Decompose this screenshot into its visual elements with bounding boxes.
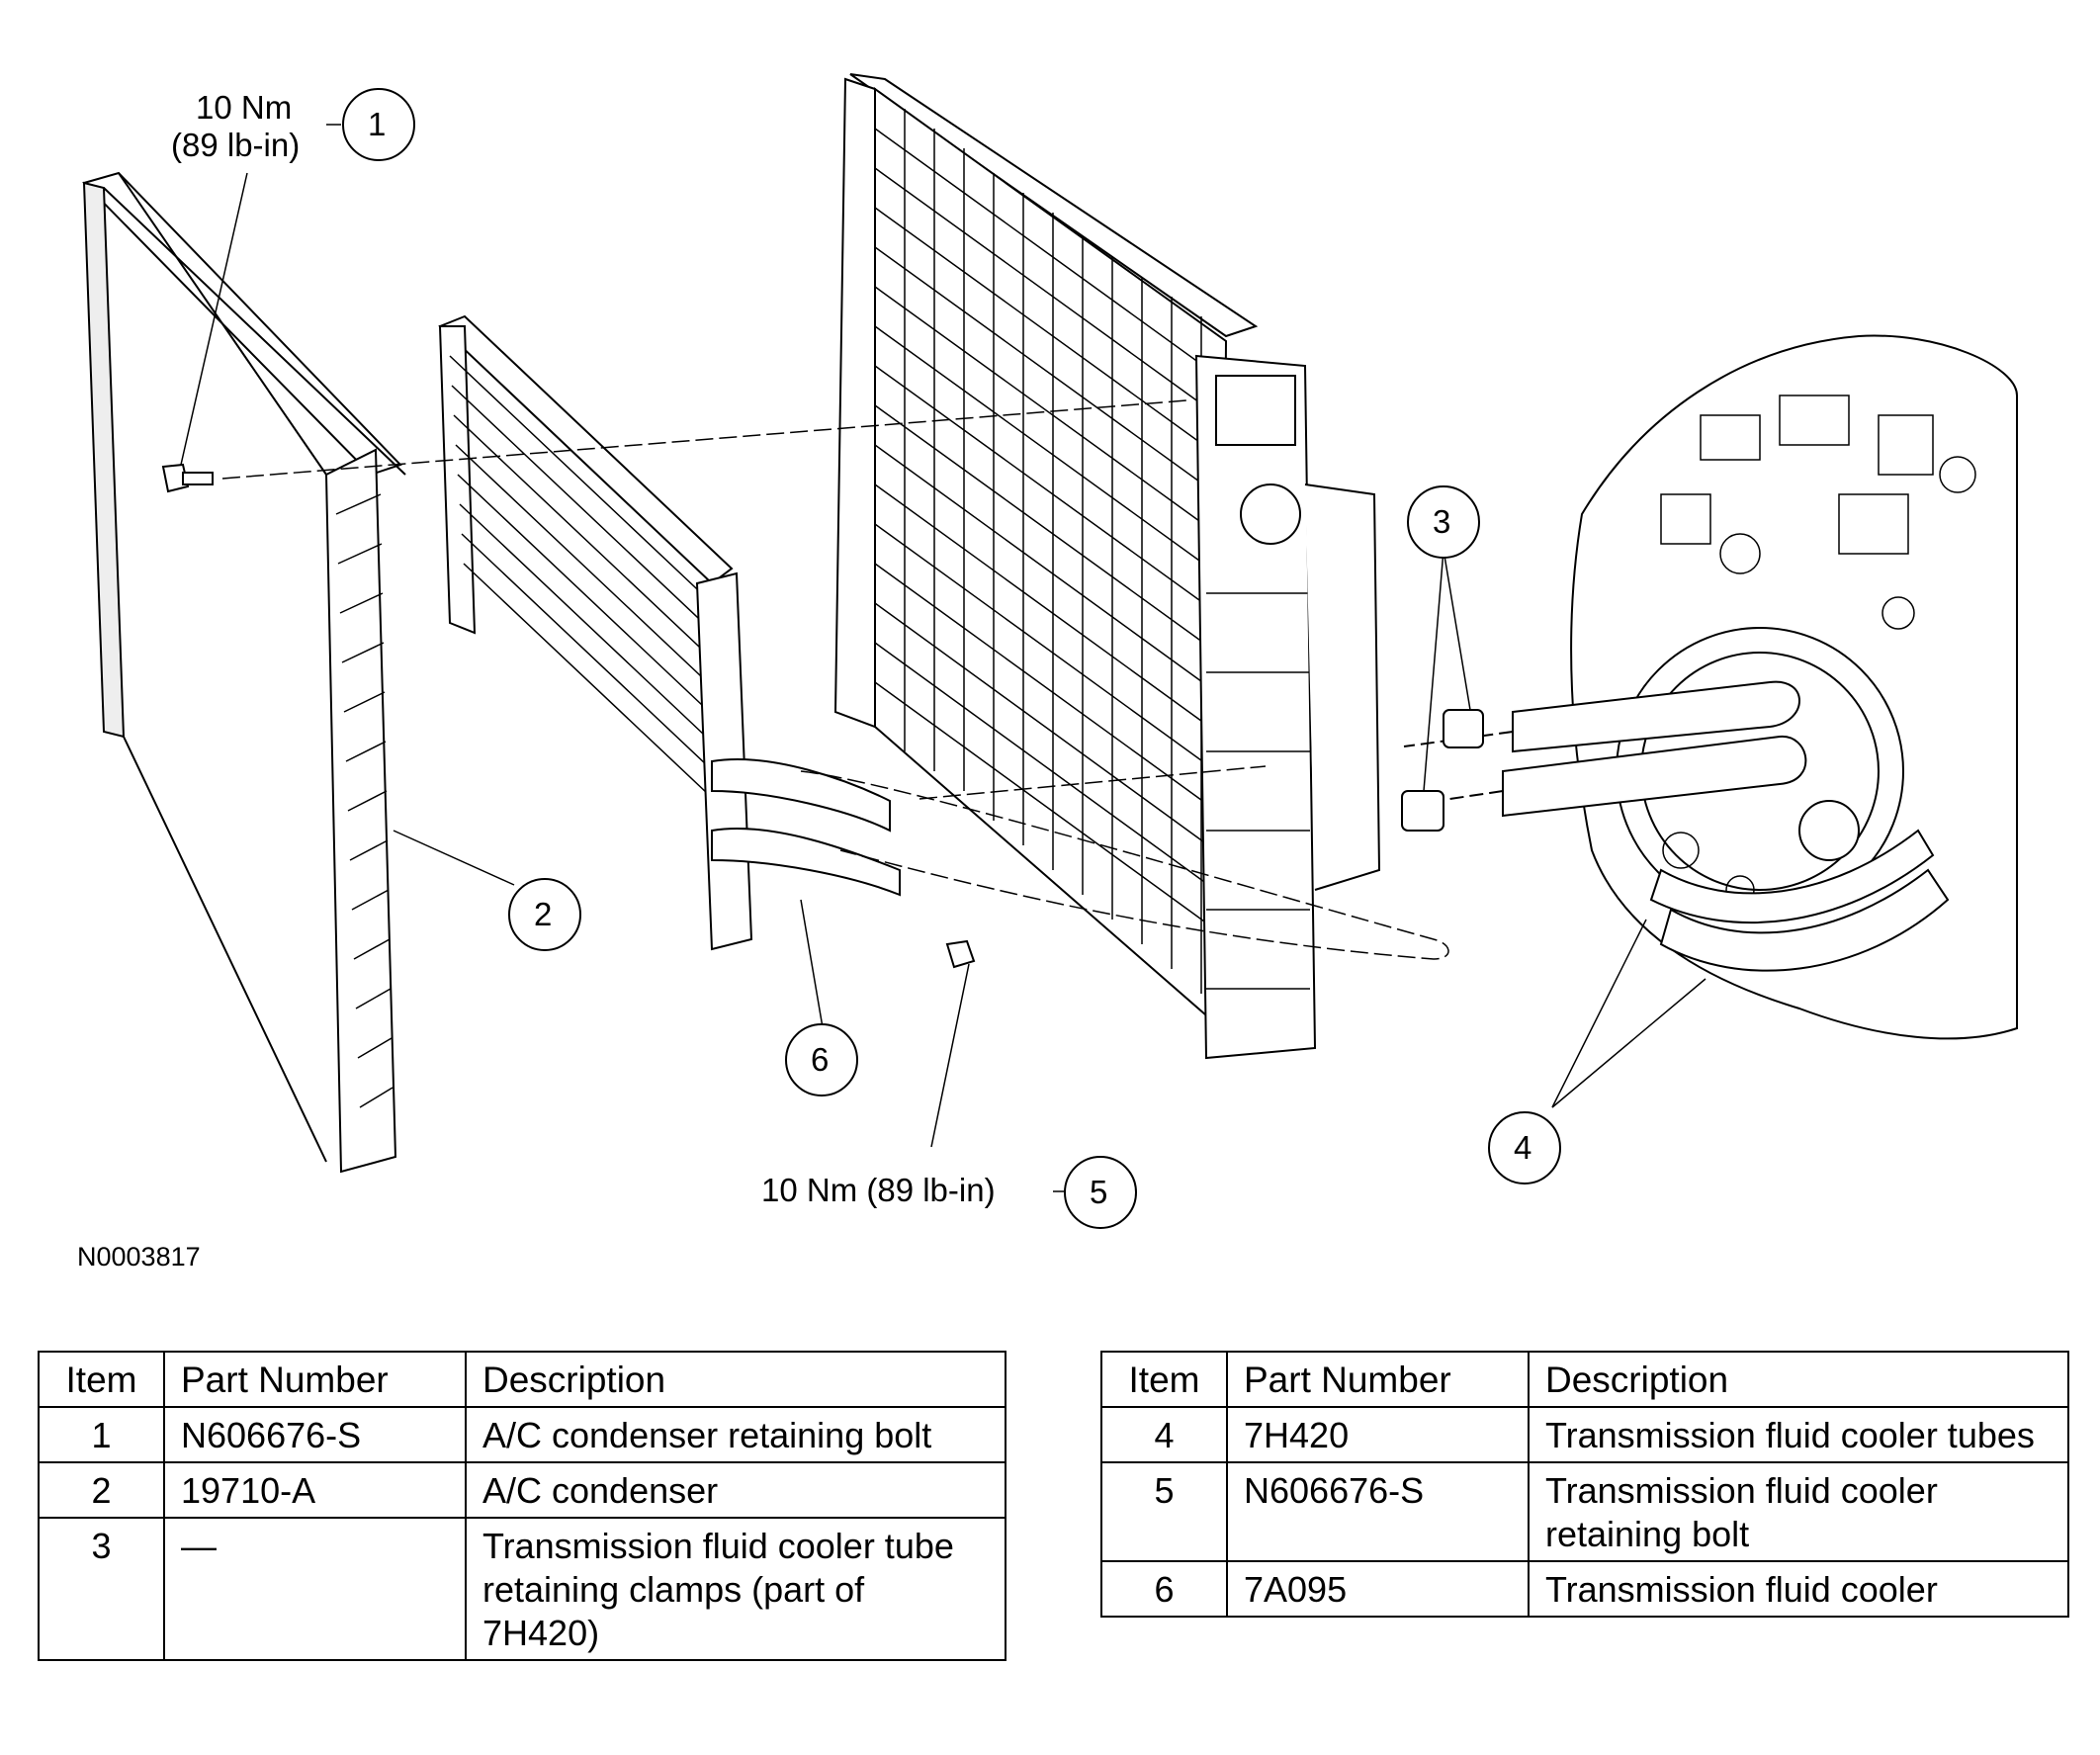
alignment-lines [221, 399, 1449, 960]
torque-label-bolt5: 10 Nm (89 lb-in) [761, 1172, 996, 1208]
exploded-view-diagram [82, 73, 2018, 1229]
callout-1: 1 [368, 106, 387, 142]
cell-item: 3 [38, 1517, 165, 1661]
header-item: Item [1100, 1351, 1228, 1408]
cooler-tubes-drawing [1403, 680, 1950, 972]
cell-desc: Transmission fluid cooler retaining bolt [1528, 1461, 2069, 1562]
cell-part: 7A095 [1226, 1560, 1530, 1618]
cell-desc: Transmission fluid cooler [1528, 1560, 2069, 1618]
cell-desc: Transmission fluid cooler tubes [1528, 1406, 2069, 1463]
cell-desc: Transmission fluid cooler tube retaining… [465, 1517, 1006, 1661]
cell-desc: A/C condenser [465, 1461, 1006, 1519]
cell-item: 4 [1100, 1406, 1228, 1463]
callout-circle-1 [342, 88, 415, 161]
callout-3: 3 [1433, 503, 1451, 540]
header-description: Description [1528, 1351, 2069, 1408]
header-item: Item [38, 1351, 165, 1408]
cell-part: N606676-S [1226, 1461, 1530, 1562]
callout-circle-5 [1064, 1156, 1137, 1229]
ac-condenser-drawing [82, 171, 406, 1174]
cell-part: 7H420 [1226, 1406, 1530, 1463]
cell-item: 2 [38, 1461, 165, 1519]
parts-table-right: Item Part Number Description 4 7H420 Tra… [1100, 1351, 2069, 1618]
table-row: 4 7H420 Transmission fluid cooler tubes [1100, 1406, 2069, 1463]
cell-item: 5 [1100, 1461, 1228, 1562]
header-part-number: Part Number [163, 1351, 467, 1408]
callout-2: 2 [534, 896, 553, 932]
callout-circle-6 [785, 1023, 858, 1097]
figure-id: N0003817 [77, 1242, 201, 1272]
bolt-1-drawing [161, 463, 214, 493]
table-row: 6 7A095 Transmission fluid cooler [1100, 1560, 2069, 1618]
callout-circles [342, 88, 1561, 1229]
table-row: 3 — Transmission fluid cooler tube retai… [38, 1517, 1006, 1661]
table-header-row: Item Part Number Description [38, 1351, 1006, 1408]
retaining-clamps-drawing [1401, 709, 1484, 832]
table-row: 1 N606676-S A/C condenser retaining bolt [38, 1406, 1006, 1463]
cell-desc: A/C condenser retaining bolt [465, 1406, 1006, 1463]
cell-part: 19710-A [163, 1461, 467, 1519]
cell-item: 6 [1100, 1560, 1228, 1618]
callout-5: 5 [1090, 1174, 1108, 1210]
table-row: 5 N606676-S Transmission fluid cooler re… [1100, 1461, 2069, 1562]
header-part-number: Part Number [1226, 1351, 1530, 1408]
torque-label-bolt1-lbin: (89 lb-in) [171, 127, 301, 163]
callout-6: 6 [811, 1041, 830, 1078]
transmission-fluid-cooler-drawing [438, 314, 901, 951]
cell-part: — [163, 1517, 467, 1661]
torque-label-bolt1-nm: 10 Nm [196, 89, 293, 126]
header-description: Description [465, 1351, 1006, 1408]
parts-table-left: Item Part Number Description 1 N606676-S… [38, 1351, 1006, 1661]
cell-item: 1 [38, 1406, 165, 1463]
callout-circle-3 [1407, 485, 1480, 559]
leader-lines [180, 124, 1706, 1192]
callout-circle-2 [508, 878, 581, 951]
callout-circle-4 [1488, 1111, 1561, 1185]
table-header-row: Item Part Number Description [1100, 1351, 2069, 1408]
table-row: 2 19710-A A/C condenser [38, 1461, 1006, 1519]
callout-4: 4 [1514, 1129, 1532, 1166]
radiator-drawing [833, 73, 1381, 1060]
cell-part: N606676-S [163, 1406, 467, 1463]
bolt-5-drawing [945, 939, 976, 969]
